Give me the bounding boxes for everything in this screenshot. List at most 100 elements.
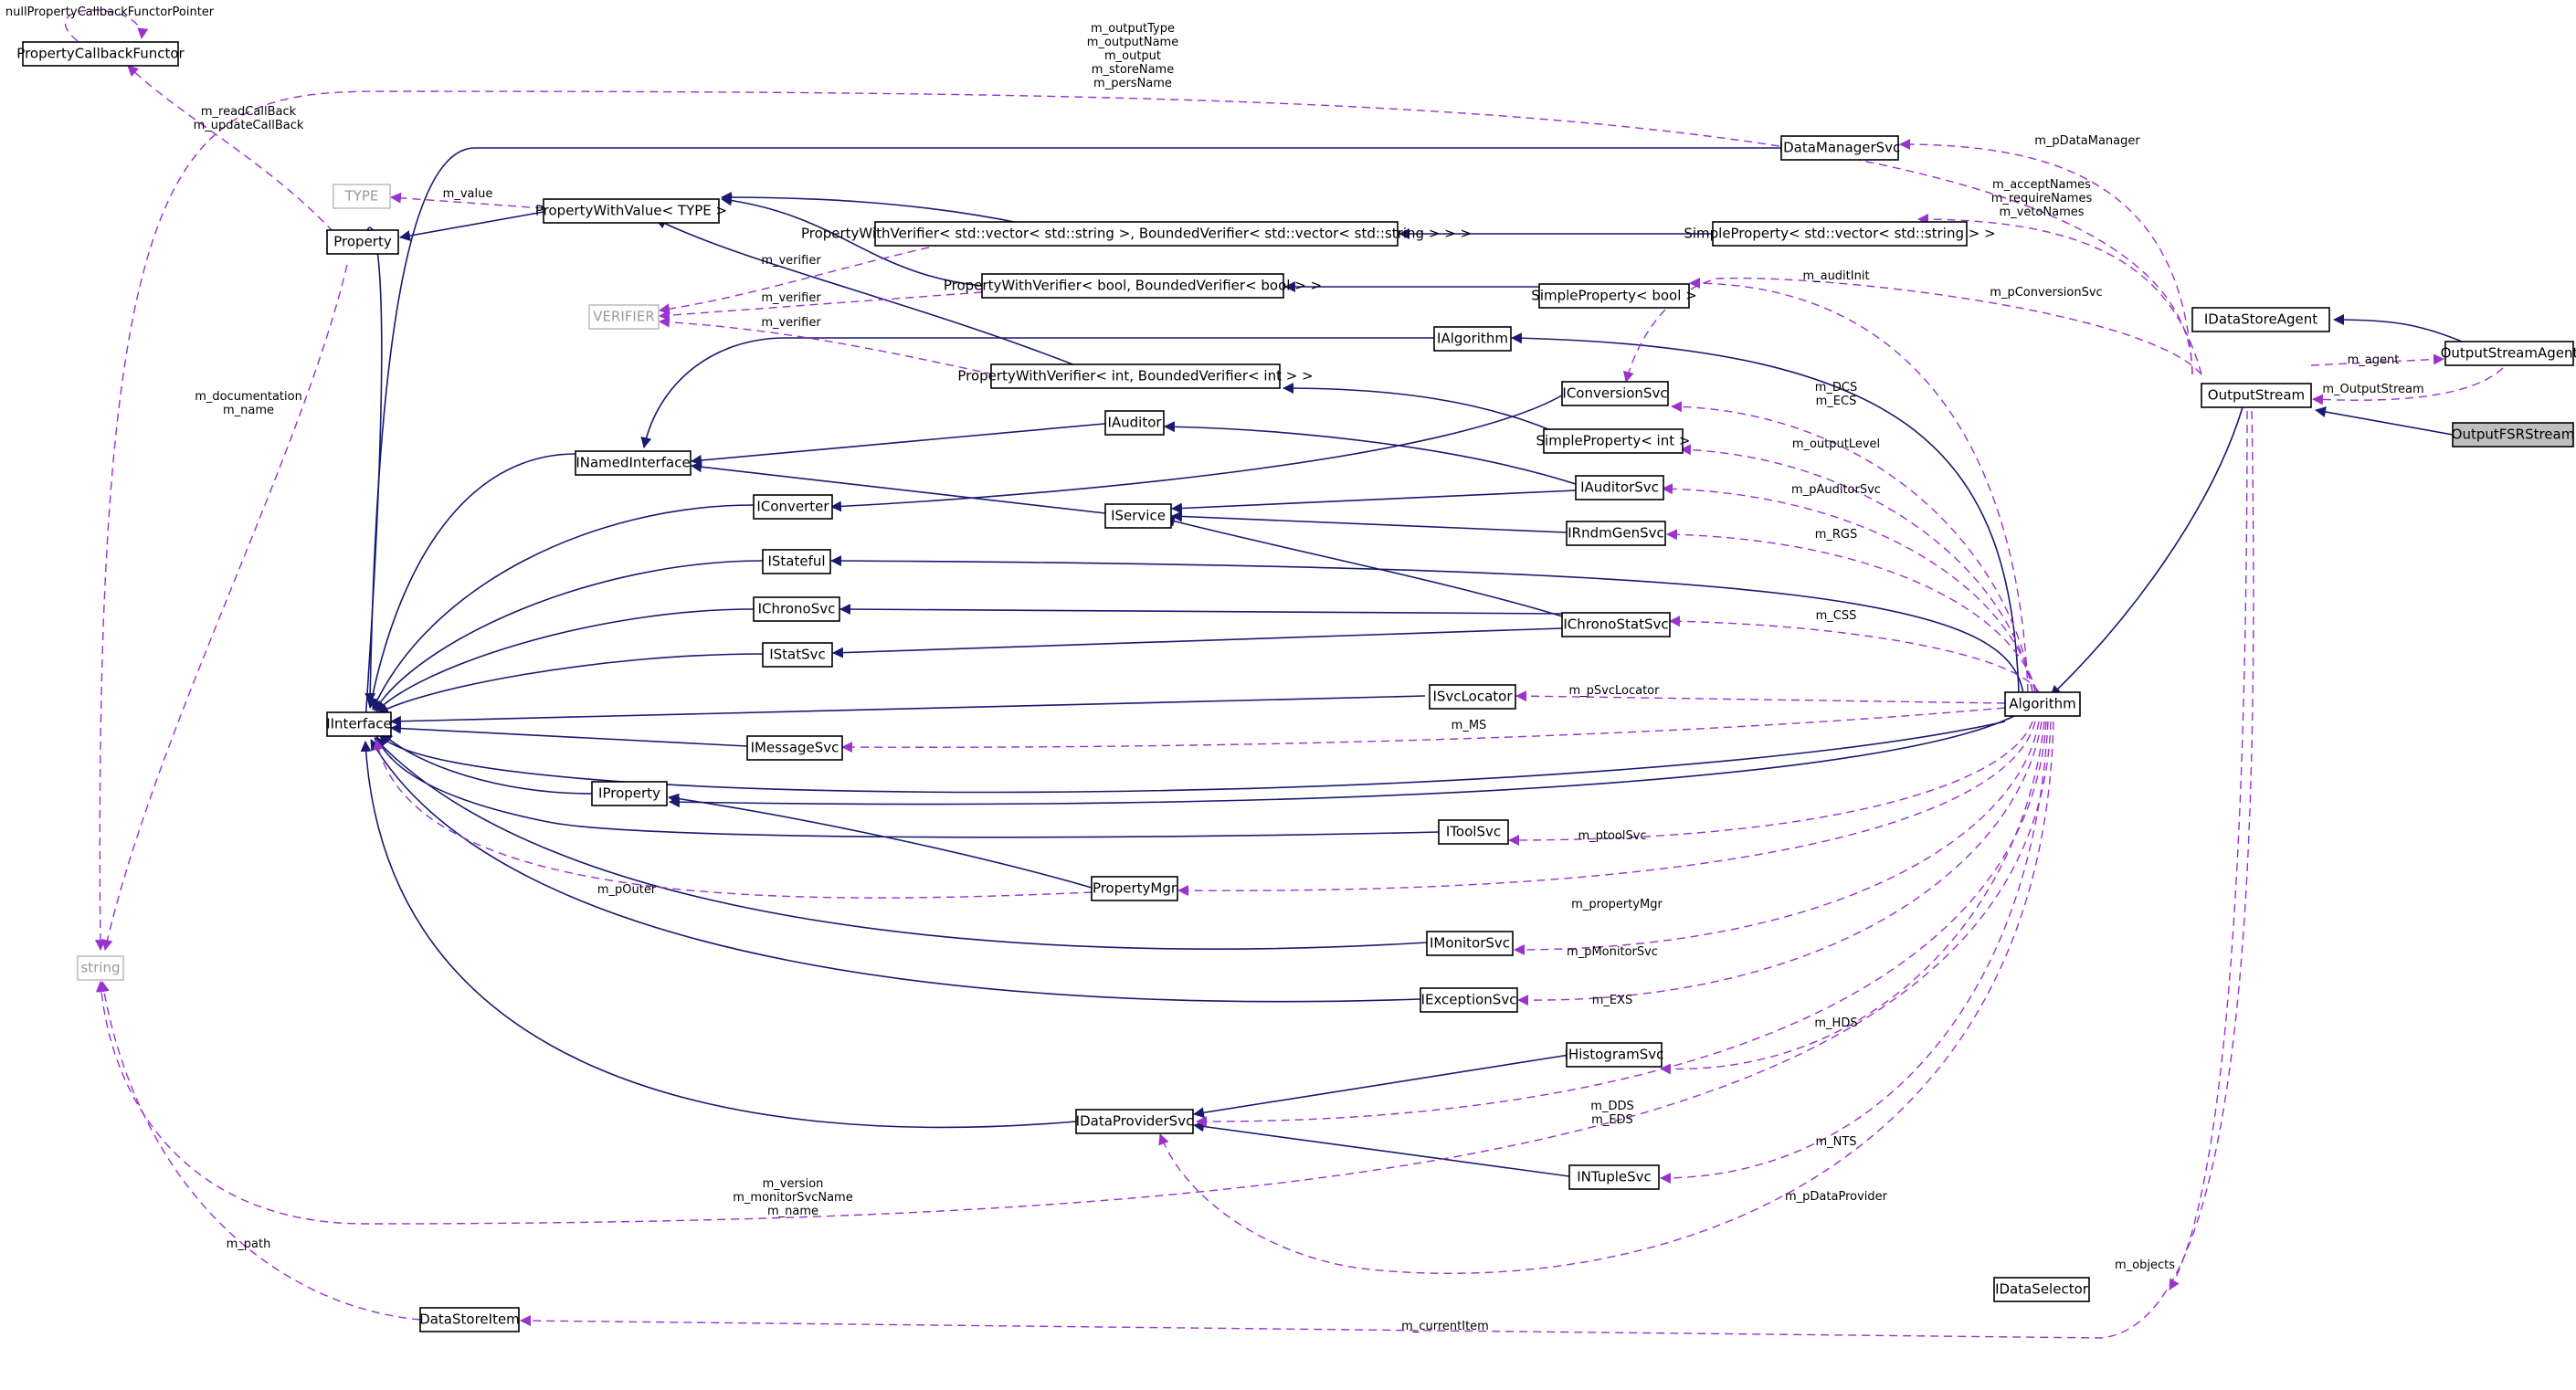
node-pwv-vecstring[interactable]: PropertyWithVerifier< std::vector< std::… <box>801 221 1472 247</box>
svg-text:IChronoSvc: IChronoSvc <box>758 601 836 617</box>
node-outputfsrstream[interactable]: OutputFSRStream <box>2452 422 2575 448</box>
label-accept-3: m_vetoNames <box>1999 205 2084 219</box>
svg-text:SimpleProperty< int >: SimpleProperty< int > <box>1536 433 1691 449</box>
edge-pmonitorsvc <box>1514 721 2040 955</box>
svg-text:IConverter: IConverter <box>756 499 829 515</box>
label-output-2: m_outputName <box>1087 36 1178 49</box>
label-ms: m_MS <box>1452 719 1487 732</box>
svg-text:PropertyCallbackFunctor: PropertyCallbackFunctor <box>16 46 185 62</box>
node-iinterface[interactable]: IInterface <box>326 711 392 737</box>
node-intuplesvc[interactable]: INTupleSvc <box>1568 1164 1660 1190</box>
svg-text:IAuditorSvc: IAuditorSvc <box>1580 479 1659 496</box>
node-propertywithvalue[interactable]: PropertyWithValue< TYPE > <box>535 198 727 224</box>
label-propertymgr: m_propertyMgr <box>1571 898 1663 911</box>
edge-iauditorsvc-to-iauditor <box>1164 421 1577 485</box>
svg-text:PropertyWithVerifier< std::vec: PropertyWithVerifier< std::vector< std::… <box>801 226 1472 242</box>
label-value: m_value <box>443 187 493 201</box>
node-ichronostatsvc[interactable]: IChronoStatSvc <box>1561 612 1671 637</box>
label-auditinit: m_auditInit <box>1802 269 1869 283</box>
edge-version-names <box>95 721 2052 1225</box>
edge-idataprovider-to-iinterface <box>360 741 1077 1129</box>
node-iexceptionsvc[interactable]: IExceptionSvc <box>1420 987 1518 1013</box>
svg-text:SimpleProperty< std::vector< s: SimpleProperty< std::vector< std::string… <box>1684 226 1995 242</box>
edge-currentitem <box>520 410 2254 1339</box>
svg-text:IStateful: IStateful <box>767 553 825 570</box>
edge-ihisto-to-idataprovider <box>1193 1054 1570 1119</box>
label-pconversionsvc: m_pConversionSvc <box>1990 286 2102 300</box>
label-currentitem: m_currentItem <box>1401 1320 1489 1333</box>
node-iconverter[interactable]: IConverter <box>753 494 833 520</box>
svg-text:IMonitorSvc: IMonitorSvc <box>1430 935 1510 952</box>
label-agent: m_agent <box>2348 353 2400 367</box>
node-simpleproperty-vec[interactable]: SimpleProperty< std::vector< std::string… <box>1684 221 1996 247</box>
edge-algorithm-to-iproperty <box>669 715 2015 808</box>
edge-ichrono-to-iinterface <box>375 608 755 712</box>
node-isvclocator[interactable]: ISvcLocator <box>1429 684 1516 710</box>
node-istatsvc[interactable]: IStatSvc <box>762 642 833 668</box>
node-inamedinterface[interactable]: INamedInterface <box>575 450 692 476</box>
node-istateful[interactable]: IStateful <box>762 549 831 574</box>
node-simpleproperty-int[interactable]: SimpleProperty< int > <box>1536 428 1691 454</box>
label-output-3: m_output <box>1104 49 1161 63</box>
node-iproperty[interactable]: IProperty <box>591 781 668 806</box>
edge-irndm-to-iservice <box>1171 511 1568 533</box>
svg-text:PropertyWithValue< TYPE >: PropertyWithValue< TYPE > <box>535 203 727 219</box>
edge-iservice-to-inamed <box>691 461 1106 514</box>
node-idatastoreagent[interactable]: IDataStoreAgent <box>2191 307 2330 332</box>
node-iservice[interactable]: IService <box>1104 503 1172 529</box>
node-datastoreitem[interactable]: DataStoreItem <box>419 1307 520 1332</box>
node-iauditor[interactable]: IAuditor <box>1104 410 1165 436</box>
node-imonitorsvc[interactable]: IMonitorSvc <box>1426 931 1514 956</box>
edge-pwvvec-to-pwv <box>721 192 1024 225</box>
edge-null-functor <box>64 9 149 42</box>
node-verifier[interactable]: VERIFIER <box>588 304 660 330</box>
label-documentation-2: m_name <box>223 404 274 417</box>
edge-outputstream <box>2312 367 2504 405</box>
node-iauditorsvc[interactable]: IAuditorSvc <box>1575 475 1664 500</box>
node-algorithm[interactable]: Algorithm <box>2004 691 2081 717</box>
edge-iproperty-to-iinterface <box>381 732 593 795</box>
edge-css <box>1669 616 2040 693</box>
node-imessagesvc[interactable]: IMessageSvc <box>746 735 843 761</box>
svg-text:Algorithm: Algorithm <box>2009 696 2075 712</box>
svg-text:IHistogramSvc: IHistogramSvc <box>1565 1047 1664 1063</box>
edge-rgs <box>1666 529 2038 693</box>
node-pwv-int[interactable]: PropertyWithVerifier< int, BoundedVerifi… <box>957 363 1314 389</box>
node-itoolsvc[interactable]: IToolSvc <box>1438 819 1509 845</box>
label-outputlevel: m_outputLevel <box>1792 437 1880 451</box>
node-idatamanagersvc[interactable]: IDataManagerSvc <box>1779 135 1901 161</box>
edge-iconverter-to-iinterface <box>372 504 755 711</box>
edge-output-names <box>94 90 2193 951</box>
node-propertymgr[interactable]: PropertyMgr <box>1091 876 1178 901</box>
edge-outputlevel <box>1680 444 2033 693</box>
node-irndmgensvc[interactable]: IRndmGenSvc <box>1566 521 1666 546</box>
node-property[interactable]: Property <box>326 229 399 255</box>
node-simpleproperty-bool[interactable]: SimpleProperty< bool > <box>1531 283 1697 309</box>
node-outputstreamagent[interactable]: OutputStreamAgent <box>2441 341 2576 366</box>
edge-pdataprovider <box>1158 721 2054 1274</box>
node-ichronosvc[interactable]: IChronoSvc <box>753 596 840 622</box>
edge-pwv-to-property <box>399 211 544 241</box>
label-output-1: m_outputType <box>1091 22 1175 36</box>
node-outputstream[interactable]: OutputStream <box>2201 383 2312 408</box>
label-pdataprovider: m_pDataProvider <box>1785 1190 1888 1204</box>
node-type[interactable]: TYPE <box>333 184 391 209</box>
node-ihistogramsvc[interactable]: IHistogramSvc <box>1565 1042 1664 1068</box>
svg-text:IStatSvc: IStatSvc <box>769 647 826 663</box>
node-string[interactable]: string <box>77 955 124 981</box>
node-idataselector[interactable]: IDataSelector <box>1993 1277 2090 1302</box>
svg-text:OutputFSRStream: OutputFSRStream <box>2452 426 2575 443</box>
node-pwv-bool[interactable]: PropertyWithVerifier< bool, BoundedVerif… <box>944 273 1322 299</box>
edge-nts <box>1660 721 2049 1184</box>
edge-itoolsvc-to-iinterface <box>375 735 1440 838</box>
svg-text:SimpleProperty< bool >: SimpleProperty< bool > <box>1531 288 1696 304</box>
svg-text:IDataStoreAgent: IDataStoreAgent <box>2204 311 2317 328</box>
node-ialgorithm[interactable]: IAlgorithm <box>1433 326 1512 352</box>
edge-spint-to-pwvint <box>1283 383 1549 430</box>
node-propertycallbackfunctor[interactable]: PropertyCallbackFunctor <box>16 41 185 67</box>
label-eds: m_EDS <box>1591 1113 1633 1127</box>
node-iconversionsvc[interactable]: IConversionSvc <box>1561 381 1669 406</box>
node-idataprovidersvc[interactable]: IDataProviderSvc <box>1075 1109 1194 1134</box>
label-verifier-1: m_verifier <box>761 254 821 268</box>
